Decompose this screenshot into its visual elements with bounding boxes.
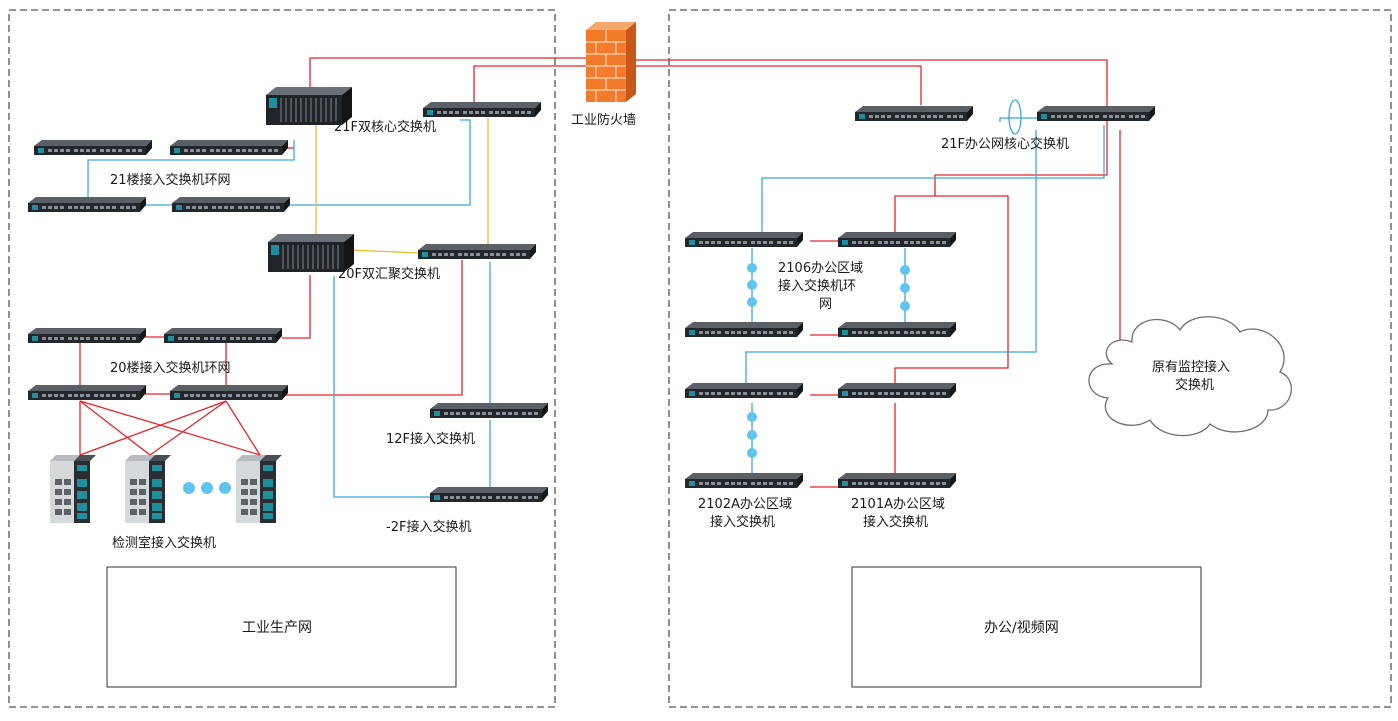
agg-20f-label: 20F双汇聚交换机 xyxy=(338,266,440,282)
area2106-switch-2 xyxy=(838,232,956,247)
ring20-switch-2 xyxy=(164,328,282,343)
ring20-switch-4 xyxy=(170,385,288,400)
area2101a-switch xyxy=(838,473,956,488)
switch-12f xyxy=(430,403,548,418)
area2106-label-line1: 2106办公区域 xyxy=(778,261,863,276)
ring21-switch-2 xyxy=(170,140,288,155)
ring20-switch-1 xyxy=(28,328,146,343)
area2101a-label-line2: 接入交换机 xyxy=(863,514,928,530)
firewall-icon xyxy=(586,22,636,102)
area2102a-label-line1: 2102A办公区域 xyxy=(698,497,792,512)
firewall-label: 工业防火墙 xyxy=(571,112,636,128)
ring21-switch-1 xyxy=(34,140,152,155)
yellow-links xyxy=(315,115,489,254)
agg-switch-20f xyxy=(418,244,536,259)
ring21-switch-3 xyxy=(28,197,146,212)
ring21-label: 21楼接入交换机环网 xyxy=(110,172,231,188)
link-aggregation-ring xyxy=(1008,99,1022,135)
area-mid-switch-2 xyxy=(838,383,956,398)
lab-switch-label: 检测室接入交换机 xyxy=(112,535,216,551)
industrial-zone-label-box xyxy=(106,566,457,688)
industrial-zone-border xyxy=(8,9,556,708)
lab-switch-1 xyxy=(50,455,96,523)
area2102a-switch xyxy=(685,473,803,488)
area2106-switch-4 xyxy=(838,322,956,337)
cloud-label-line1: 原有监控接入 xyxy=(1152,359,1230,375)
office-zone-label-box xyxy=(851,566,1202,688)
area2106-switch-1 xyxy=(685,232,803,247)
industrial-zone-label: 工业生产网 xyxy=(242,620,312,636)
area2106-label-line3: 网 xyxy=(819,297,832,312)
blue-links xyxy=(87,117,1105,498)
ring20-label: 20楼接入交换机环网 xyxy=(110,360,231,376)
office-core-label: 21F办公网核心交换机 xyxy=(941,136,1069,152)
switch-minus2f xyxy=(430,487,548,502)
office-core-switch-1 xyxy=(855,106,973,121)
lab-switch-2 xyxy=(125,455,171,523)
area-mid-switch-1 xyxy=(685,383,803,398)
core-21f-label: 21F双核心交换机 xyxy=(334,119,436,135)
ring20-switch-3 xyxy=(28,385,146,400)
sw-minus2f-label: -2F接入交换机 xyxy=(386,519,471,535)
core-switch-21f xyxy=(423,102,541,117)
area2102a-label-line2: 接入交换机 xyxy=(710,514,775,530)
office-core-switch-2 xyxy=(1037,106,1155,121)
sw-12f-label: 12F接入交换机 xyxy=(386,431,475,447)
lab-switch-3 xyxy=(236,455,282,523)
area2106-switch-3 xyxy=(685,322,803,337)
area2101a-label-line1: 2101A办公区域 xyxy=(851,497,945,512)
office-zone-border xyxy=(668,9,1392,708)
office-zone-label: 办公/视频网 xyxy=(984,620,1059,636)
cloud-label-line2: 交换机 xyxy=(1175,377,1214,393)
cloud-existing-monitoring xyxy=(1088,316,1292,437)
ring-dots xyxy=(183,263,910,494)
ring21-switch-4 xyxy=(172,197,290,212)
area2106-label-line2: 接入交换机环 xyxy=(778,278,856,294)
